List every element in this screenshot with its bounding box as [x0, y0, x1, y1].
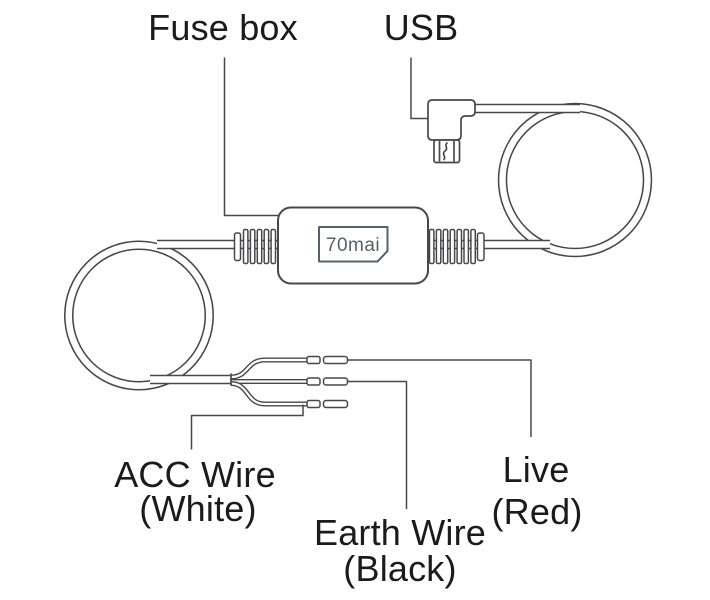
fuse-box-leader-line [223, 57, 280, 217]
acc-wire-label-line2: (White) [139, 488, 257, 529]
usb-plug [433, 139, 461, 164]
live-wire-label-line1: Live [502, 449, 570, 490]
strain-relief-left [233, 228, 277, 265]
fuse-box-label: Fuse box [148, 7, 298, 48]
earth-wire-terminal [306, 377, 349, 386]
usb-connector [427, 99, 476, 164]
live-wire-terminal [306, 355, 349, 365]
live-leader-line [347, 359, 532, 437]
live-wire-label-line2: (Red) [491, 491, 583, 532]
acc-wire-terminal [306, 399, 349, 409]
usb-leader-line [410, 57, 429, 120]
acc-leader-line [190, 404, 304, 450]
usb-cable-coil [497, 102, 653, 258]
strain-relief-right [428, 228, 485, 265]
acc-wire [230, 381, 307, 407]
live-wire [230, 357, 307, 380]
usb-label: USB [383, 7, 459, 48]
earth-wire-label-line2: (Black) [343, 548, 457, 589]
adapter-logo-plate [318, 226, 389, 263]
earth-wire-label-line1: Earth Wire [313, 512, 487, 553]
brand-logo-text: 70mai [325, 235, 381, 256]
acc-wire-label-line1: ACC Wire [114, 454, 276, 495]
fusebox-cable-coil [64, 240, 214, 391]
earth-leader-line [347, 380, 408, 509]
